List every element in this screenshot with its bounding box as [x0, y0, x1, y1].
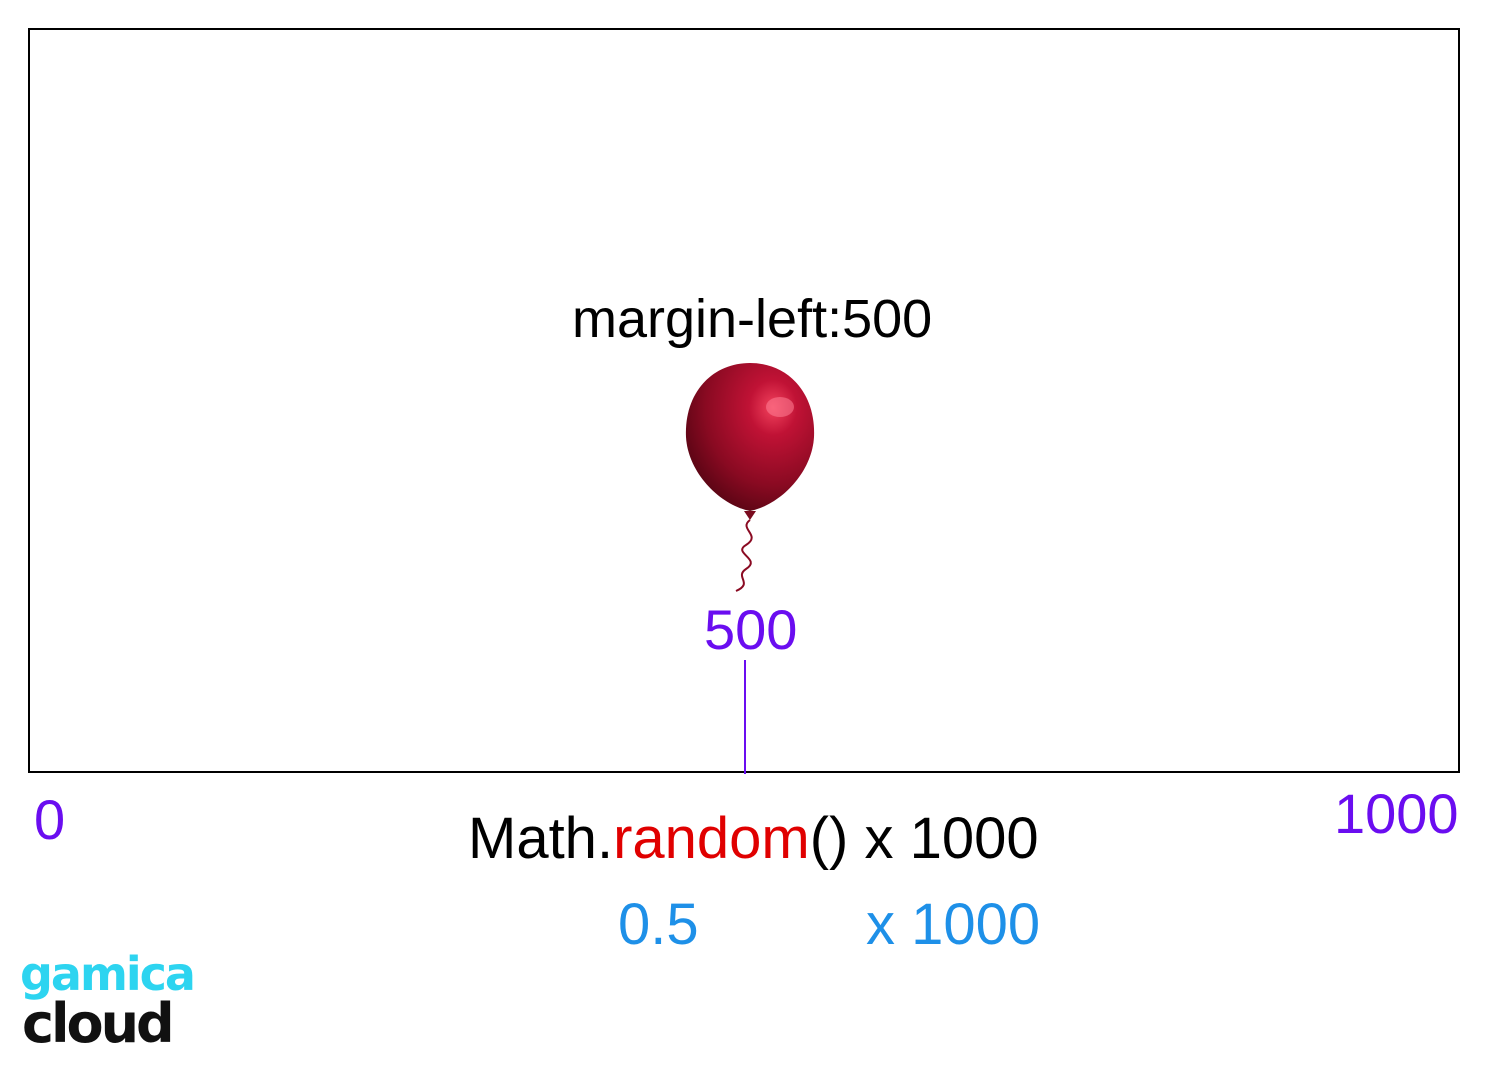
- red-balloon-icon: [685, 363, 815, 592]
- gamica-cloud-logo: gamica cloud: [20, 951, 196, 1055]
- axis-min-label: 0: [34, 788, 66, 851]
- example-value: 0.5: [618, 892, 699, 957]
- logo-line-2: cloud: [22, 992, 175, 1055]
- margin-caption: margin-left:500: [572, 289, 933, 349]
- formula: Math.random() x 1000: [468, 810, 1039, 868]
- formula-prefix: Math.: [468, 806, 614, 871]
- formula-suffix: () x 1000: [809, 806, 1039, 871]
- formula-random: random: [613, 806, 810, 871]
- axis-max-label: 1000: [1334, 782, 1459, 845]
- marker-line: [744, 660, 746, 774]
- logo-line-1: gamica: [20, 947, 196, 1001]
- marker-value-label: 500: [704, 598, 798, 661]
- example-multiplier: x 1000: [866, 892, 1041, 957]
